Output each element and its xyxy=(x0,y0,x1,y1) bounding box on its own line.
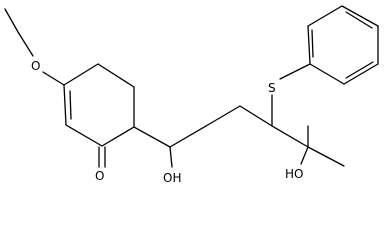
phenyl-bond-1 xyxy=(307,25,311,65)
hydroxyl-label-2: HO xyxy=(285,167,303,181)
bond-ethyl-ch2-o xyxy=(17,31,34,57)
phenyl-bond-6 xyxy=(309,63,345,85)
bond-cq-oh xyxy=(300,146,309,165)
ring-double-bond-c2-c3 xyxy=(69,90,72,120)
bond-choh-oh xyxy=(169,146,173,168)
side-chain xyxy=(133,94,345,168)
cyclohexenone-ring xyxy=(63,63,135,168)
phenyl-double-bond-b xyxy=(345,11,373,29)
phenyl-double-bond-a xyxy=(311,29,314,58)
bond-cq-methyl-1 xyxy=(307,146,345,167)
sulfur-label: S xyxy=(268,81,276,95)
hydroxyl-label-1: OH xyxy=(163,171,181,185)
bond-ring-chain xyxy=(133,126,171,148)
atom-labels: O O OH S HO xyxy=(31,59,303,185)
ring-bond-c2-c3 xyxy=(63,84,67,126)
ring-bond-c4-c5 xyxy=(97,63,135,88)
bond-ethyl-ch3-ch2 xyxy=(4,8,19,33)
ring-bond-c1-c2 xyxy=(65,124,103,147)
bond-chs-cq xyxy=(271,125,309,148)
phenyl-bond-3 xyxy=(341,5,379,27)
phenyl-bond-2 xyxy=(307,5,343,27)
ring-bond-c3-c4 xyxy=(63,63,99,86)
bond-o-ring xyxy=(42,71,65,86)
phenyl-bond-5 xyxy=(343,63,379,85)
phenyl-double-bond-c xyxy=(345,61,374,79)
phenyl-ring xyxy=(279,5,379,85)
ether-oxygen-label: O xyxy=(31,59,40,73)
bond-s-phenyl xyxy=(279,63,311,80)
bond-ch2-ch2 xyxy=(205,105,241,127)
bond-ch2-chs xyxy=(239,105,273,127)
chemical-structure: O O OH S HO xyxy=(4,5,379,185)
ketone-oxygen-label: O xyxy=(95,169,104,183)
ethoxy-group xyxy=(4,8,65,86)
ring-bond-c6-c1 xyxy=(101,126,135,147)
bond-choh-ch2 xyxy=(169,125,207,148)
